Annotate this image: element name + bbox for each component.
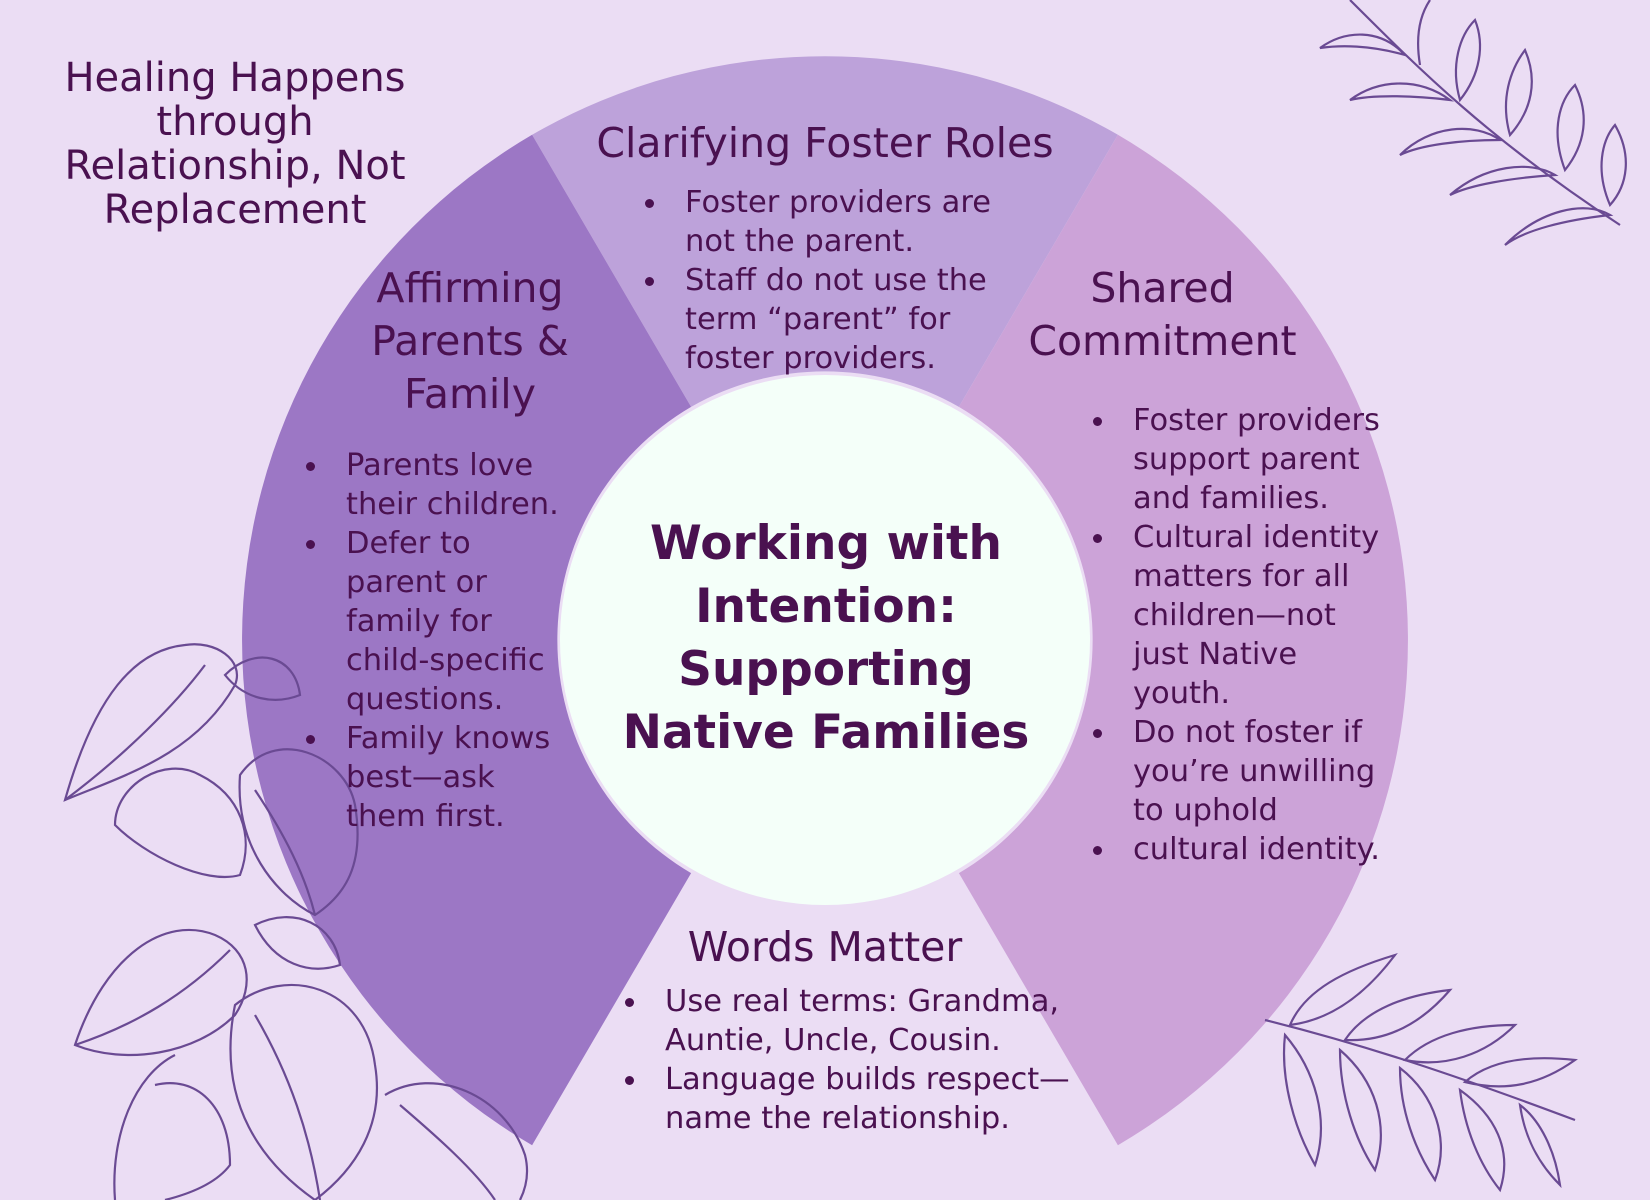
segment-left-title: Affirming Parents & Family	[371, 264, 569, 418]
segment-left-shape	[242, 134, 692, 1146]
segment-right-title: Shared Commitment	[1028, 264, 1297, 365]
list-item: Staff do not use the term “parent” for f…	[642, 261, 1042, 378]
list-item: Foster providers are not the parent.	[642, 183, 1042, 261]
segment-bottom-title: Words Matter	[687, 923, 963, 971]
list-item: Language builds respect—name the relatio…	[622, 1060, 1082, 1138]
list-item: Do not foster if you’re unwilling to uph…	[1090, 713, 1380, 830]
segment-bottom-bullets: Use real terms: Grandma, Auntie, Uncle, …	[622, 982, 1082, 1138]
segment-left-bullets: Parents love their children. Defer to pa…	[303, 446, 573, 836]
center-circle	[560, 375, 1090, 905]
list-item: Parents love their children.	[303, 446, 573, 524]
segment-right-shape	[958, 134, 1408, 1146]
segment-right-bullets: Foster providers support parent and fami…	[1090, 401, 1380, 869]
list-item: Family knows best—ask them first.	[303, 719, 573, 836]
fern-branch-icon	[1264, 952, 1578, 1193]
segment-top-bullets: Foster providers are not the parent. Sta…	[642, 183, 1042, 378]
segment-top-shape	[532, 56, 1118, 407]
list-item: cultural identity.	[1090, 830, 1380, 869]
list-item: Defer to parent or family for child-spec…	[303, 524, 573, 719]
heart-leaf-plant-icon	[63, 643, 529, 1200]
center-title: Working with Intention: Supporting Nativ…	[622, 516, 1030, 760]
segment-top-title: Clarifying Foster Roles	[596, 119, 1054, 167]
list-item: Use real terms: Grandma, Auntie, Uncle, …	[622, 982, 1082, 1060]
fern-branch-icon	[1319, 0, 1627, 246]
list-item: Foster providers support parent and fami…	[1090, 401, 1380, 518]
list-item: Cultural identity matters for all childr…	[1090, 518, 1380, 713]
corner-title: Healing Happens through Relationship, No…	[64, 55, 406, 233]
